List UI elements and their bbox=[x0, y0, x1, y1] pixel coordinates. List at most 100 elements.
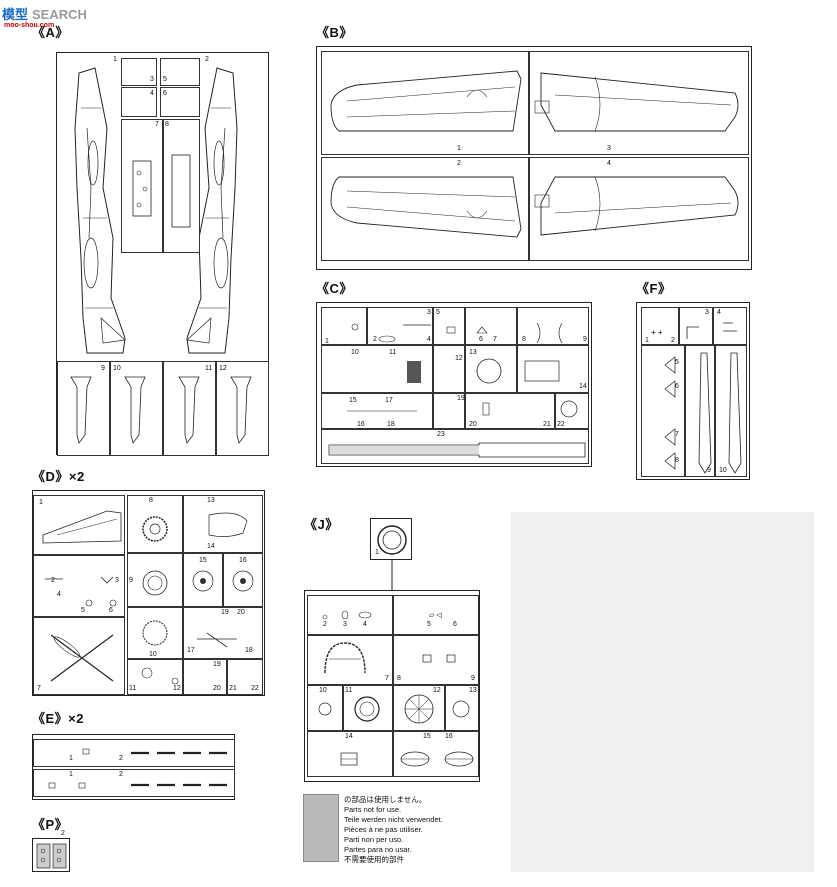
part-c14-cell bbox=[517, 345, 589, 393]
part-num: 5 bbox=[427, 621, 431, 628]
part-d10-cell bbox=[127, 607, 183, 659]
runner-c: 1 2 3 4 5 6 7 8 9 10 11 12 13 14 15 16 1… bbox=[316, 302, 592, 467]
part-num: 3 bbox=[115, 577, 119, 584]
part-d17-cell bbox=[183, 607, 263, 659]
part-num: 7 bbox=[37, 685, 41, 692]
small-parts-d bbox=[42, 510, 254, 685]
part-num: 10 bbox=[719, 467, 727, 474]
part-d16-cell bbox=[223, 553, 263, 607]
part-num: 4 bbox=[717, 309, 721, 316]
wing-b4-cell bbox=[529, 157, 749, 261]
part-j13-cell bbox=[445, 685, 479, 731]
part-d19b-cell bbox=[183, 659, 227, 695]
part-num: 1 bbox=[375, 549, 379, 556]
part-num: 6 bbox=[453, 621, 457, 628]
part-num: 7 bbox=[675, 431, 679, 438]
runner-f: + + 1 2 3 4 5 6 7 8 9 10 bbox=[636, 302, 750, 480]
part-num: 5 bbox=[163, 76, 167, 83]
part-num: 2 bbox=[205, 56, 209, 63]
part-num: 8 bbox=[522, 336, 526, 343]
part-a6-cell bbox=[160, 87, 200, 117]
part-j11-cell bbox=[343, 685, 393, 731]
part-num: 19 bbox=[457, 395, 465, 402]
part-c22-cell bbox=[555, 393, 589, 429]
part-num: 4 bbox=[363, 621, 367, 628]
runner-j: ▱ ◁ 2 3 4 5 6 7 8 9 10 11 12 13 14 15 16 bbox=[304, 590, 480, 782]
part-num: 1 bbox=[69, 771, 73, 778]
part-j15-cell bbox=[393, 731, 479, 777]
part-j8-cell bbox=[393, 635, 479, 685]
gear-leg-12 bbox=[230, 376, 252, 444]
part-f4-cell bbox=[713, 307, 747, 345]
part-c6-cell bbox=[465, 307, 517, 345]
part-num: 11 bbox=[389, 349, 397, 356]
part-num: 15 bbox=[423, 733, 431, 740]
part-num: 16 bbox=[357, 421, 365, 428]
part-d2-cell bbox=[33, 555, 125, 617]
part-num: 6 bbox=[163, 90, 167, 97]
part-num: 11 bbox=[129, 685, 137, 692]
part-num: 10 bbox=[113, 365, 121, 372]
part-num: 8 bbox=[675, 457, 679, 464]
small-parts-c bbox=[347, 322, 578, 418]
part-num: 3 bbox=[427, 309, 431, 316]
instrument-panel-part bbox=[132, 160, 152, 217]
part-num: 2 bbox=[119, 755, 123, 762]
part-num: 7 bbox=[155, 121, 159, 128]
part-num: 9 bbox=[707, 467, 711, 474]
part-a4-cell bbox=[121, 87, 157, 117]
part-num: 15 bbox=[199, 557, 207, 564]
part-c2-cell bbox=[367, 307, 433, 345]
watermark-site: moo-shou.com bbox=[4, 22, 55, 29]
section-a-label: 《A》 bbox=[32, 25, 69, 40]
part-num: 20 bbox=[469, 421, 477, 428]
wing-b2-cell bbox=[321, 157, 529, 261]
part-d13-cell bbox=[183, 495, 263, 553]
part-num: 8 bbox=[149, 497, 153, 504]
section-j-label: 《J》 bbox=[304, 517, 339, 532]
part-c19-cell bbox=[433, 393, 465, 429]
small-parts-j: ▱ ◁ bbox=[318, 610, 474, 767]
part-num: 1 bbox=[69, 755, 73, 762]
part-num: 1 bbox=[325, 338, 329, 345]
cowling-strip-part bbox=[328, 442, 586, 458]
part-num: 12 bbox=[433, 687, 441, 694]
part-num: 9 bbox=[101, 365, 105, 372]
runner-d: 1 2 3 4 5 6 7 8 9 10 11 12 13 14 15 16 1… bbox=[32, 490, 265, 696]
part-num: 8 bbox=[397, 675, 401, 682]
part-a7-cell bbox=[121, 119, 163, 253]
part-num: 11 bbox=[345, 687, 353, 694]
part-num: 20 bbox=[213, 685, 221, 692]
part-c5-cell bbox=[433, 307, 465, 345]
part-j10-cell bbox=[307, 685, 343, 731]
part-num: 2 bbox=[671, 337, 675, 344]
legend-line-fr: Pièces à ne pas utiliser. bbox=[344, 825, 423, 834]
part-c8-cell bbox=[517, 307, 589, 345]
runner-b: 1 2 3 4 bbox=[316, 46, 752, 270]
part-num: 8 bbox=[165, 121, 169, 128]
part-num: 19 bbox=[213, 661, 221, 668]
j-connector-line bbox=[391, 560, 393, 592]
part-c12-cell bbox=[433, 345, 465, 393]
part-a8-cell bbox=[163, 119, 200, 253]
part-num: 6 bbox=[479, 336, 483, 343]
part-num: 21 bbox=[229, 685, 237, 692]
part-d21-cell bbox=[227, 659, 263, 695]
blank-panel bbox=[511, 512, 814, 872]
part-d9-cell bbox=[127, 553, 183, 607]
section-c-label: 《C》 bbox=[316, 281, 353, 296]
part-a3-cell bbox=[121, 58, 157, 86]
part-num: 4 bbox=[57, 591, 61, 598]
legend-line-zh: 不需要使用的部件 bbox=[344, 855, 404, 864]
part-d11-cell bbox=[127, 659, 183, 695]
part-num: 2 bbox=[323, 621, 327, 628]
section-d-label: 《D》×2 bbox=[32, 469, 85, 484]
part-num: 14 bbox=[345, 733, 353, 740]
part-num: 1 bbox=[457, 145, 461, 152]
part-num: 4 bbox=[150, 90, 154, 97]
floor-plate-part bbox=[171, 154, 191, 228]
wing-panel-3 bbox=[534, 72, 739, 132]
part-num: 2 bbox=[61, 830, 65, 837]
part-num: 17 bbox=[187, 647, 195, 654]
